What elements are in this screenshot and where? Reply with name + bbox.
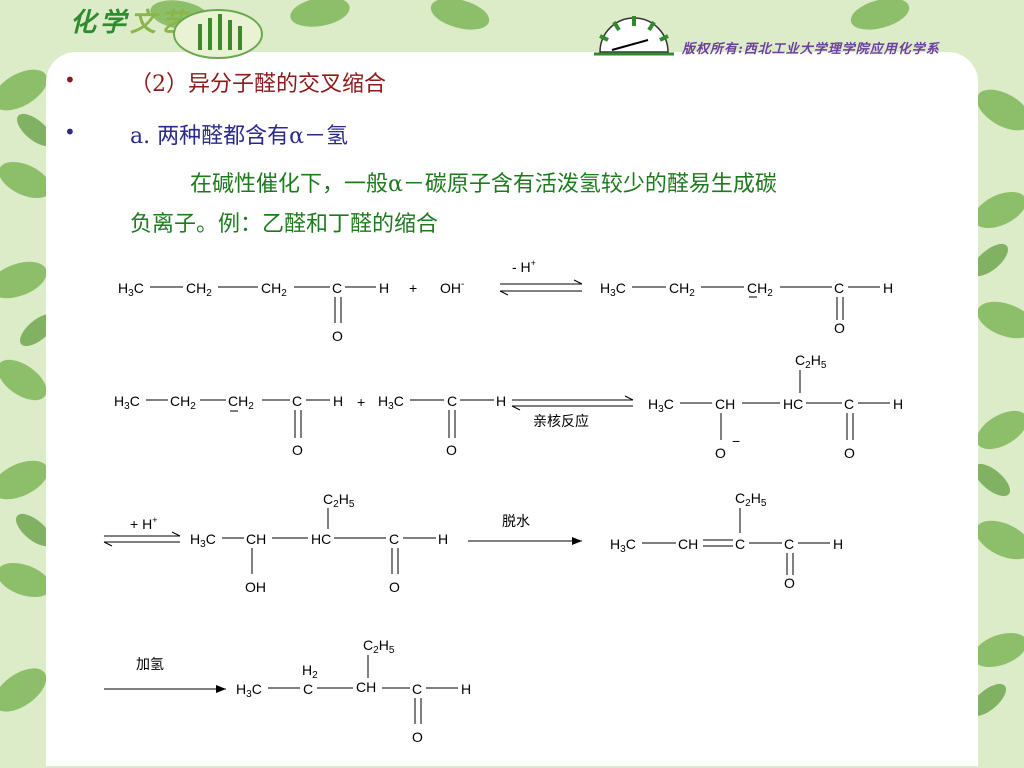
chem-carbanion: CH2 — [228, 393, 254, 412]
chem-ch: CH — [246, 531, 266, 547]
chem-c: C — [447, 393, 457, 409]
equilibrium-arrow — [499, 279, 583, 296]
chem-h3c: H3C — [118, 280, 144, 299]
chem-c: C — [784, 536, 794, 552]
chem-h3c: H3C — [236, 681, 262, 700]
forward-arrow — [104, 685, 226, 693]
chem-h: H — [438, 531, 448, 547]
chem-h: H — [379, 280, 389, 296]
bullet-subheading: a. 两种醛都含有α－氢 — [130, 124, 348, 149]
chem-ch2: CH2 — [170, 393, 196, 412]
chem-oh: OH — [245, 579, 266, 595]
chem-h: H — [461, 681, 471, 697]
chem-ethyl: C2H5 — [363, 637, 395, 656]
chem-o: O — [446, 442, 457, 458]
hydroxide-label: OH- — [440, 279, 464, 296]
chem-ethyl: C2H5 — [795, 352, 827, 371]
equilibrium-arrow — [103, 531, 181, 547]
plus-sign: + — [409, 280, 417, 296]
chem-hc: HC — [311, 531, 331, 547]
chem-o-minus: O — [715, 445, 726, 461]
chem-ch2: CH2 — [186, 280, 212, 299]
plus-sign: + — [357, 394, 365, 410]
minus-h-text: - H — [512, 259, 531, 275]
chem-o: O — [412, 729, 423, 745]
equilibrium-arrow — [511, 395, 634, 411]
reaction-row-3: + H+ H3C CH HC C H C2H5 OH O 脱水 — [103, 490, 843, 595]
chem-ch: CH — [678, 536, 698, 552]
reaction-row-2: H3C CH2 CH2 C H O + H3C C H O — [114, 352, 903, 461]
chem-h3c: H3C — [610, 536, 636, 555]
chem-ethyl: C2H5 — [735, 490, 767, 509]
minus-h-label: - H+ — [512, 258, 536, 275]
chem-h: H — [333, 393, 343, 409]
chem-h: H — [833, 536, 843, 552]
logo-char: 学 — [100, 8, 131, 38]
chem-ch2: CH2 — [669, 280, 695, 299]
chem-o: O — [292, 442, 303, 458]
chem-h3c: H3C — [648, 396, 674, 415]
hydroxide-text: OH — [440, 280, 461, 296]
chem-c: C — [412, 681, 422, 697]
bullet-heading: （2）异分子醛的交叉缩合 — [130, 72, 386, 97]
chem-c: C — [735, 536, 745, 552]
superscript-plus: + — [152, 515, 157, 525]
nucleophilic-label: 亲核反应 — [533, 413, 589, 429]
bullet-marker: • — [64, 120, 76, 144]
chem-h: H — [883, 280, 893, 296]
chem-o: O — [389, 579, 400, 595]
chem-c: C — [834, 280, 844, 296]
superscript-minus: - — [461, 279, 464, 290]
chem-h3c: H3C — [378, 393, 404, 412]
chem-h3c: H3C — [600, 280, 626, 299]
sunrise-logo-icon — [594, 16, 674, 56]
paragraph-line-1: 在碱性催化下，一般α－碳原子含有活泼氢较少的醛易生成碳 — [190, 172, 777, 197]
chem-h3c: H3C — [114, 393, 140, 412]
chem-h: H — [893, 396, 903, 412]
hydrogenation-label: 加氢 — [136, 656, 164, 672]
forward-arrow — [468, 537, 582, 545]
logo-char: 文 — [130, 8, 161, 38]
chem-hc: HC — [783, 396, 803, 412]
bullet-marker: • — [64, 68, 76, 92]
chem-h3c: H3C — [190, 531, 216, 550]
chem-ethyl: C2H5 — [323, 491, 355, 510]
minus-charge: − — [732, 433, 740, 449]
chem-ch2: CH2 — [261, 280, 287, 299]
reaction-row-4: 加氢 H3C C H2 CH C H C2H5 O — [104, 637, 471, 745]
plus-h-text: + H — [130, 516, 152, 532]
flower-logo-icon — [173, 9, 263, 59]
chem-h2: H2 — [302, 662, 318, 681]
dehydration-label: 脱水 — [502, 513, 530, 529]
chem-ch: CH — [356, 679, 376, 695]
chem-o: O — [332, 328, 343, 344]
content-panel — [46, 52, 978, 766]
reaction-row-1: H3C CH2 CH2 C H O + OH- - H+ H3C CH2 — [118, 258, 893, 344]
chem-o: O — [844, 445, 855, 461]
chem-o: O — [784, 575, 795, 591]
plus-h-label: + H+ — [130, 515, 157, 532]
logo-char: 化 — [70, 8, 101, 38]
chem-ch: CH — [715, 396, 735, 412]
chem-c: C — [292, 393, 302, 409]
chem-carbanion: CH2 — [747, 280, 773, 299]
chem-c: C — [332, 280, 342, 296]
copyright-text: 版权所有:西北工业大学理学院应用化学系 — [682, 42, 940, 57]
chem-c: C — [303, 681, 313, 697]
chem-c: C — [844, 396, 854, 412]
chem-o: O — [834, 320, 845, 336]
superscript-plus: + — [531, 258, 536, 268]
chem-h: H — [496, 393, 506, 409]
paragraph-line-2: 负离子。例：乙醛和丁醛的缩合 — [130, 212, 439, 237]
chem-c: C — [389, 531, 399, 547]
